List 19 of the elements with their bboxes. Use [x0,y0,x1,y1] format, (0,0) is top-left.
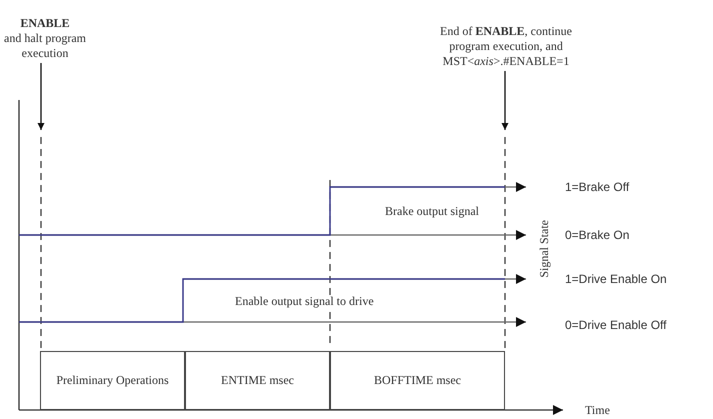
annotation-text: and halt program execution [3,31,87,61]
phase-label: BOFFTIME msec [373,373,462,388]
phase-label: ENTIME msec [220,373,295,388]
axis-label: Time [585,404,610,416]
phase-label: Preliminary Operations [55,373,170,388]
arrow [502,71,508,130]
state-label: 1=Drive Enable On [565,273,667,285]
phase-box [185,351,330,410]
annotation-heading: ENABLE [20,16,70,31]
signal-label: Enable output signal to drive [235,295,374,307]
state-label: 0=Drive Enable Off [565,319,667,331]
state-label: 1=Brake Off [565,181,630,193]
phase-box [330,351,505,410]
state-label: 0=Brake On [565,229,630,241]
arrow [38,63,44,130]
phase-box [40,351,185,410]
axis-label: Signal State [538,220,550,278]
annotation-text: End of ENABLE, continue program execution, and MST<axis>.#ENABLE=1 [438,24,573,69]
signal-label: Brake output signal [385,205,479,217]
